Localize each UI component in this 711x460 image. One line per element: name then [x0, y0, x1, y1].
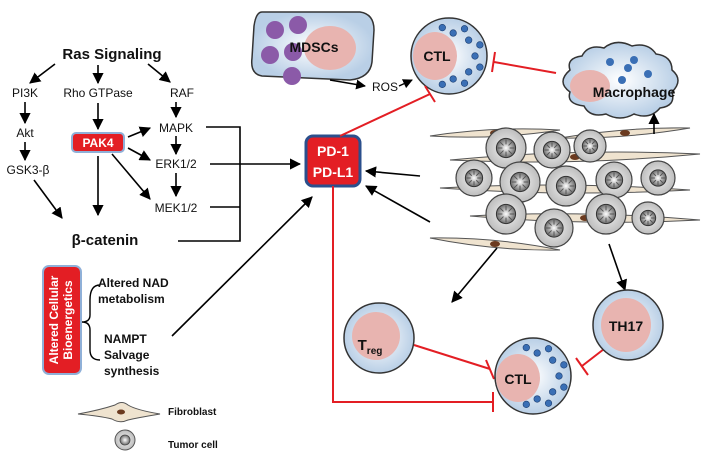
granule: [465, 36, 473, 44]
bioenergetics-bracket: [81, 284, 101, 361]
granule: [549, 356, 557, 364]
granule: [476, 63, 484, 71]
macrophage-label: Macrophage: [593, 84, 676, 100]
tumor-cell: [585, 193, 627, 235]
granule: [438, 24, 446, 32]
granule: [555, 372, 563, 380]
granule: [533, 395, 541, 403]
treg-label: Treg: [358, 337, 383, 357]
granule: [522, 400, 530, 408]
bioenergetics-box: [42, 265, 82, 375]
legend-tumor-cell-label: Tumor cell: [168, 440, 218, 451]
pak4-label: PAK4: [82, 136, 113, 150]
ras-signaling-label: Ras Signaling: [62, 46, 161, 63]
granule: [544, 345, 553, 353]
tumor-cell: [533, 131, 571, 169]
granule: [544, 399, 553, 407]
granule: [549, 388, 557, 396]
granule: [465, 68, 473, 76]
tumor-cell: [640, 160, 676, 196]
mdscs-cell: [250, 11, 375, 85]
beta-catenin-label: β-catenin: [72, 232, 139, 249]
raf-label: RAF: [170, 86, 194, 100]
granule: [460, 25, 469, 33]
granule: [471, 52, 479, 60]
nampt-arrow: [171, 196, 313, 337]
tumor-cell: [485, 127, 527, 169]
th17-label: TH17: [609, 318, 643, 334]
granule: [449, 75, 457, 83]
mdscs-ros-arrow: [329, 79, 366, 90]
mapk-label: MAPK: [159, 121, 193, 135]
fibroblast-nucleus: [490, 241, 500, 247]
pathway-bracket: [178, 126, 302, 242]
nampt-line2: Salvage: [104, 348, 150, 362]
pi3k-label: PI3K: [12, 86, 38, 100]
granule: [476, 41, 484, 49]
legend-fibroblast-label: Fibroblast: [168, 407, 217, 418]
ctl-top-granules: [438, 24, 484, 88]
pd1-label: PD-1: [317, 143, 349, 159]
legend: Fibroblast Tumor cell: [77, 402, 218, 451]
nampt-line3: synthesis: [104, 364, 160, 378]
nad-line2: metabolism: [98, 292, 165, 306]
treg-cell: [343, 302, 415, 374]
bioenergetics-label: Altered CellularBioenergetics: [47, 275, 75, 364]
granule: [560, 383, 568, 391]
tumor-cell: [485, 193, 527, 235]
tumor-cell: [595, 161, 633, 199]
pak4-box: [71, 132, 125, 153]
ros-label: ROS: [372, 80, 398, 94]
mek12-label: MEK1/2: [155, 201, 198, 215]
rho-gtpase-label: Rho GTPase: [63, 86, 133, 100]
inhibition-lines: [332, 51, 605, 412]
granule: [460, 79, 469, 87]
ros-ctl-arrow: [398, 79, 413, 89]
pathway-arrows: [19, 63, 182, 219]
pdl1-label: PD-L1: [313, 164, 354, 180]
ctl-bottom-label: CTL: [504, 371, 532, 387]
granule: [560, 361, 568, 369]
gsk3b-label: GSK3-β: [7, 163, 50, 177]
granule: [449, 29, 457, 37]
nampt-line1: NAMPT: [104, 332, 147, 346]
tumor-microenvironment: [429, 127, 701, 251]
tumor-cell: [631, 201, 665, 235]
th17-cell: [592, 289, 664, 361]
tumor-cell: [534, 208, 574, 248]
macrophage-cell: [562, 41, 679, 119]
granule: [533, 349, 541, 357]
nad-line1: Altered NAD: [98, 276, 169, 290]
ctl-top-label: CTL: [423, 48, 451, 64]
fibroblast-nucleus: [620, 130, 630, 136]
granule: [522, 344, 530, 352]
tumor-cell: [573, 129, 607, 163]
mdscs-label: MDSCs: [289, 39, 338, 55]
legend-tumor-cell-swatch: [114, 429, 136, 451]
erk12-label: ERK1/2: [155, 157, 197, 171]
tme-arrows: [364, 112, 660, 303]
akt-label: Akt: [16, 126, 34, 140]
tumor-cell: [545, 165, 587, 207]
tumor-cell: [455, 159, 493, 197]
tumor-cell: [499, 161, 541, 203]
ctl-bottom-granules: [522, 344, 568, 408]
granule: [438, 80, 446, 88]
